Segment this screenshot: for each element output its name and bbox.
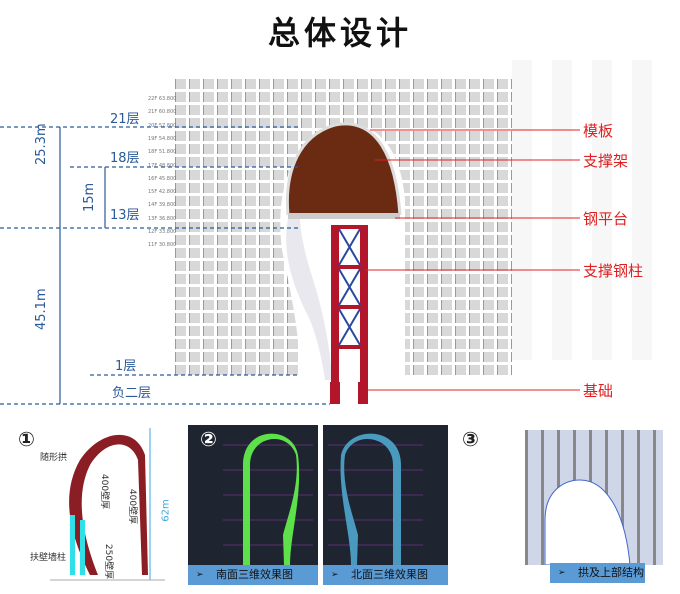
label-buttress-column: 扶壁墙柱 [30,553,67,563]
caption-north: 北面三维效果图 [323,565,448,585]
panel-north-view: 北面三维效果图 [323,425,448,585]
label-arch: 随形拱 [40,453,68,463]
main-diagram-overlay [0,122,580,405]
label-formwork: 模板 [583,122,614,140]
elevation-level: 60.800 [158,109,177,116]
elevation-label: 11F 30.800 [148,242,188,248]
foundation [330,382,340,404]
south-3d-view [223,433,313,565]
elevation-label: 13F 36.800 [148,216,188,222]
label-steel-platform: 钢平台 [583,210,629,228]
panel-arch-shape: ① 随形拱 400壁厚 400壁厚 250壁厚 扶壁墙柱 62m [10,425,180,585]
formwork-arch [285,122,402,216]
steel-platform [288,213,400,219]
elevation-label: 20F 57.800 [148,123,188,129]
elevation-floor: 17F [148,162,158,169]
floor-18-label: 18层 [110,151,140,166]
support-frame [287,123,400,215]
panel-number: ② [200,427,217,451]
background-building [512,60,662,360]
elevation-level: 57.800 [158,122,177,129]
elevation-level: 48.800 [158,162,177,169]
arch-opening [544,479,631,565]
panel-south-view: ② 南面三维效果图 [188,425,318,585]
label-support-column: 支撑钢柱 [583,262,644,280]
panel-number: ① [18,427,35,451]
label-wall-thickness-1: 400壁厚 [99,473,110,510]
floor-b2-label: 负二层 [112,386,152,401]
floor-21-label: 21层 [110,112,140,127]
floor-1-label: 1层 [115,359,137,374]
label-foundation: 基础 [583,382,614,400]
label-height: 62m [160,499,172,522]
caption-south: 南面三维效果图 [188,565,318,585]
elevation-floor: 11F [148,242,158,249]
panel-arch-structure: ③ 拱及上部结构 [460,425,670,585]
elevation-level: 39.800 [158,202,177,209]
elevation-label: 12F 33.800 [148,229,188,235]
elevation-floor: 18F [148,149,158,156]
label-wall-thickness-3: 250壁厚 [103,543,114,580]
elevation-floor: 16F [148,175,158,182]
elevation-label: 16F 45.800 [148,176,188,182]
elevation-level: 33.800 [158,229,177,235]
elevation-floor: 22F [148,96,158,102]
elevation-label: 22F 63.800 [148,96,188,102]
panel-number: ③ [462,427,479,451]
floor-13-label: 13层 [110,208,140,223]
arch-wall-diagram [50,428,165,581]
elevation-floor: 20F [148,122,158,129]
label-support-frame: 支撑架 [583,152,629,170]
label-wall-thickness-2: 400壁厚 [127,488,138,525]
foundation [358,382,368,404]
elevation-label: 19F 54.800 [148,136,188,142]
north-3d-view [328,433,423,565]
dimension-lower: 45.1m [34,288,49,330]
elevation-label: 21F 60.800 [148,109,188,115]
elevation-label: 15F 42.800 [148,189,188,195]
arch-leg [286,219,332,380]
elevation-floor: 15F [148,189,158,196]
elevation-floor: 13F [148,215,158,222]
elevation-label: 17F 48.800 [148,163,188,169]
elevation-floor: 19F [148,135,158,142]
elevation-label: 18F 51.800 [148,149,188,155]
dimension-upper: 25.3m [34,123,49,165]
elevation-level: 36.800 [158,215,177,222]
dimension-middle: 15m [82,182,97,212]
elevation-floor: 14F [148,202,158,209]
elevation-level: 54.800 [158,135,177,142]
elevation-floor: 21F [148,109,158,116]
caption-arch-structure: 拱及上部结构 [550,563,645,583]
page-title: 总体设计 [267,14,412,52]
elevation-level: 42.800 [158,189,177,196]
elevation-level: 45.800 [158,175,177,182]
elevation-floor: 12F [148,229,158,235]
elevation-level: 63.800 [158,96,177,102]
elevation-label: 14F 39.800 [148,202,188,208]
elevation-level: 51.800 [158,149,177,156]
elevation-level: 30.800 [158,242,177,249]
support-column [331,225,368,385]
